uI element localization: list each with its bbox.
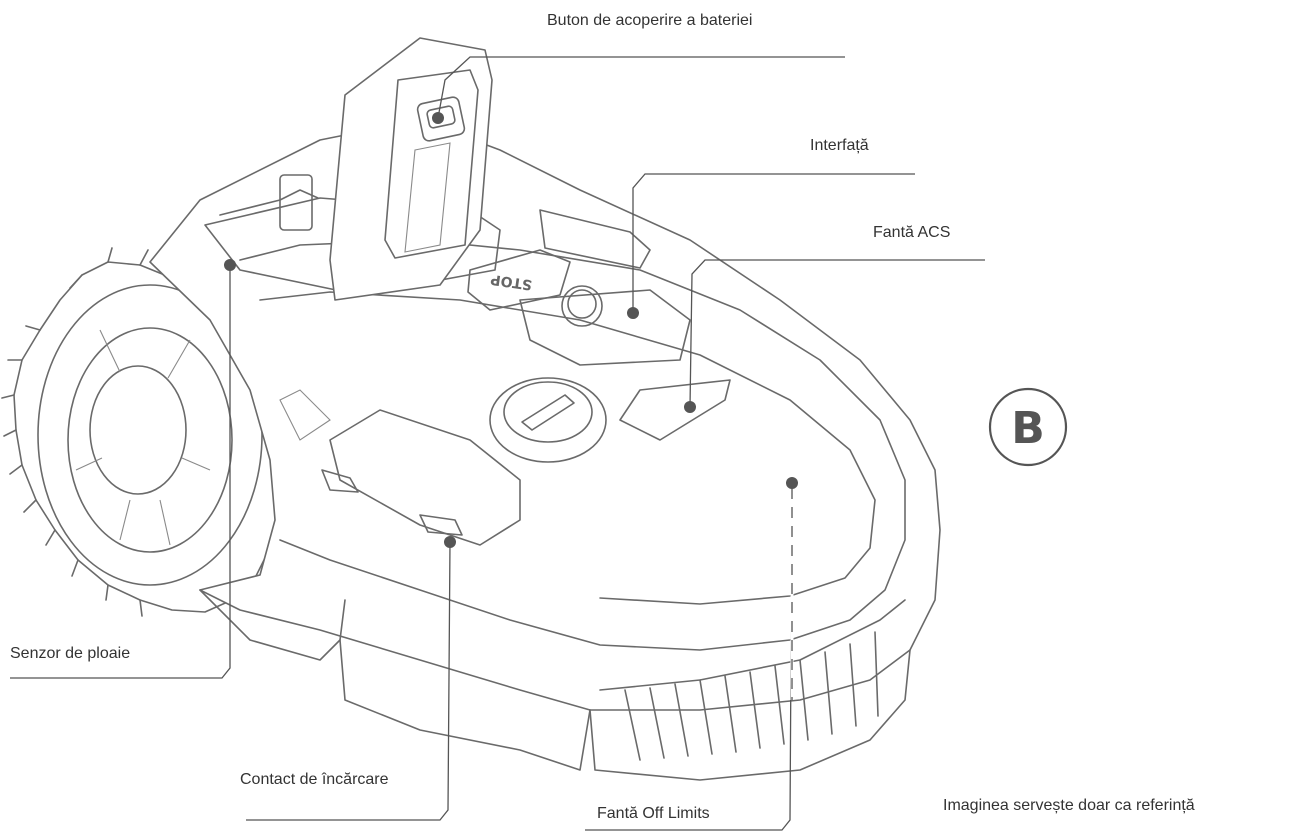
callout-off-limits-slot: Fantă Off Limits [597,805,710,822]
leader-charging-contact [246,541,451,821]
mower-body [149,119,941,781]
leader-battery-cover [437,56,845,119]
callout-battery-cover-button: Buton de acoperire a bateriei [547,12,753,29]
callout-rain-sensor: Senzor de ploaie [10,645,131,662]
callout-interface: Interfață [810,137,869,154]
callout-acs-slot: Fantă ACS [873,224,951,241]
badge-letter: B [1011,403,1045,454]
callout-charging-contact: Contact de încărcare [240,771,389,788]
leader-interface [632,173,915,313]
leader-rain-sensor [10,265,231,679]
stop-label: STOP [490,271,534,293]
battery-cover [204,37,501,301]
leader-acs-slot [689,259,985,408]
control-panel: STOP [467,209,731,463]
callout-lines [10,56,985,831]
reference-note: Imaginea servește doar ca referință [943,797,1195,814]
circle-letter-badge: B [988,387,1068,467]
